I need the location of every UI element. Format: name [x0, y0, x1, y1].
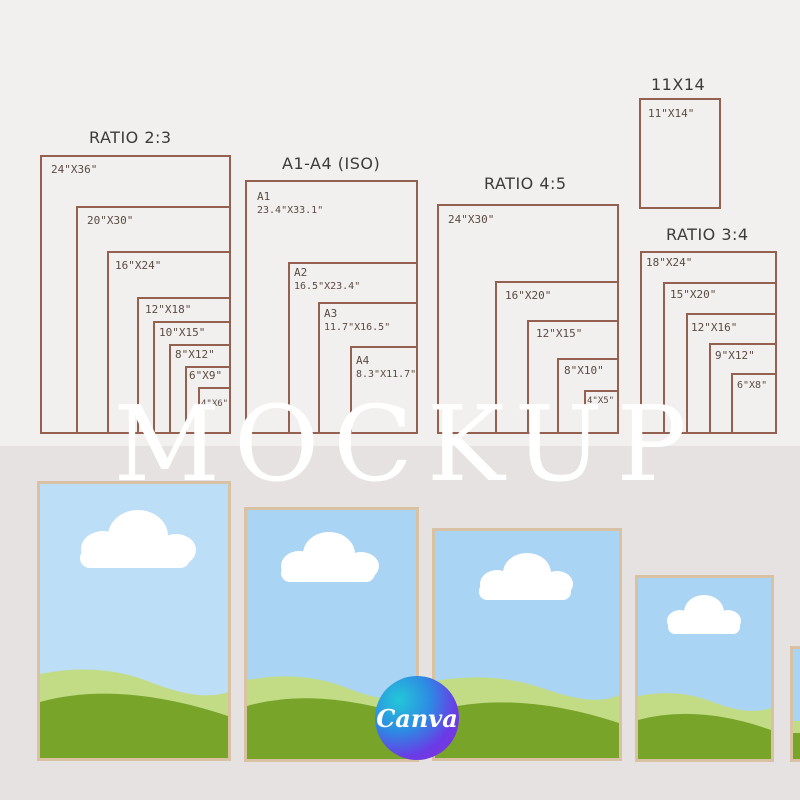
ratio-3-4-title: RATIO 3:4 — [666, 225, 749, 244]
frame-mockup-2 — [244, 507, 419, 762]
cloud-icon — [479, 553, 573, 600]
iso-label-a1-dims: 23.4"X33.1" — [257, 205, 324, 216]
landscape-illustration — [638, 578, 771, 759]
iso-title: A1-A4 (ISO) — [282, 154, 381, 173]
frame-mockup-4 — [635, 575, 774, 762]
wall-background — [0, 0, 800, 446]
iso-label-a4-name: A4 — [356, 354, 370, 367]
landscape-illustration — [40, 484, 228, 758]
size-label-4x6: 4"X6" — [201, 399, 229, 409]
size-box-4x6 — [198, 387, 231, 434]
size-label-4x5: 4"X5" — [587, 396, 615, 406]
mockup-watermark: MOCKUP — [113, 383, 701, 505]
iso-label-a4-dims: 8.3"X11.7" — [356, 369, 417, 380]
size-label-20x30: 20"X30" — [87, 214, 134, 227]
cloud-icon — [80, 510, 196, 568]
size-label-16x20: 16"X20" — [505, 289, 552, 302]
cloud-icon — [281, 532, 379, 582]
iso-label-a3-name: A3 — [324, 307, 338, 320]
iso-label-a2-name: A2 — [294, 266, 308, 279]
canva-logo: Canva — [375, 676, 459, 760]
iso-label-a2-dims: 16.5"X23.4" — [294, 281, 361, 292]
ratio-2-3-title: RATIO 2:3 — [89, 128, 172, 147]
size-label-12x15: 12"X15" — [536, 327, 583, 340]
size-box-6x8 — [731, 373, 777, 434]
size-label-6x9: 6"X9" — [189, 369, 223, 382]
size-label-24x36: 24"X36" — [51, 163, 98, 176]
size-label-12x18: 12"X18" — [145, 303, 192, 316]
size-label-6x8: 6"X8" — [737, 380, 768, 391]
cloud-icon — [667, 595, 741, 634]
iso-label-a1-name: A1 — [257, 190, 271, 203]
size-box-11x14 — [639, 98, 721, 209]
size-label-15x20: 15"X20" — [670, 288, 717, 301]
size-box-a4 — [350, 346, 418, 434]
landscape-illustration — [435, 531, 619, 758]
size-label-10x15: 10"X15" — [159, 326, 206, 339]
size-label-16x24: 16"X24" — [115, 259, 162, 272]
size-label-8x12: 8"X12" — [175, 348, 215, 361]
frame-mockup-1 — [37, 481, 231, 761]
size-label-18x24: 18"X24" — [646, 256, 693, 269]
landscape-illustration — [247, 510, 416, 759]
ratio-4-5-title: RATIO 4:5 — [484, 174, 567, 193]
landscape-illustration — [793, 649, 800, 759]
size-label-8x10: 8"X10" — [564, 364, 604, 377]
size-label-12x16: 12"X16" — [691, 321, 738, 334]
size-11x14-title: 11X14 — [651, 75, 706, 94]
iso-label-a3-dims: 11.7"X16.5" — [324, 322, 391, 333]
size-label-9x12: 9"X12" — [715, 349, 755, 362]
size-label-24x30: 24"X30" — [448, 213, 495, 226]
frame-mockup-3 — [432, 528, 622, 761]
size-box-4x5 — [584, 390, 619, 434]
size-label-11x14: 11"X14" — [648, 107, 695, 120]
frame-mockup-5-partial — [790, 646, 800, 762]
